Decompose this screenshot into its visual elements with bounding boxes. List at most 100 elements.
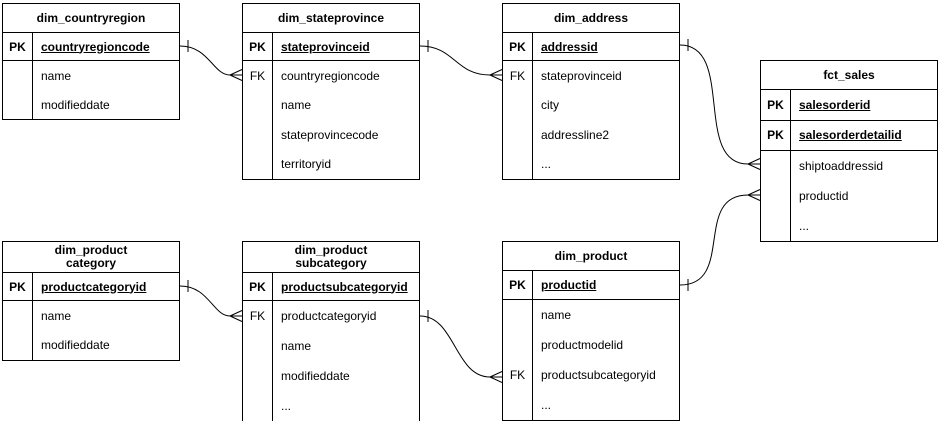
attribute-row: name [243, 331, 419, 361]
connector-subcategory-to-product[interactable] [419, 310, 503, 383]
attribute-row: shiptoaddressid [761, 151, 937, 181]
key-label [503, 149, 533, 179]
attribute-name: productmodelid [541, 338, 624, 352]
entity-dim-stateprovince[interactable]: dim_stateprovince PK stateprovinceid FK … [242, 3, 420, 180]
attribute-row: modifieddate [243, 361, 419, 391]
pk-label: PK [243, 273, 273, 300]
connector-product-to-fctsales[interactable] [679, 189, 761, 292]
key-label [503, 390, 533, 420]
attribute-name: ... [799, 219, 810, 233]
attribute-name: ... [541, 398, 552, 412]
attribute-name: productsubcategoryid [281, 279, 408, 294]
entity-dim-productcategory[interactable]: dim_product category PK productcategoryi… [2, 241, 180, 361]
attribute-name: productid [541, 278, 597, 292]
attribute-row: PK productcategoryid [3, 273, 179, 301]
connector-category-to-subcategory[interactable] [179, 280, 243, 322]
attribute-row: name [3, 61, 179, 90]
attribute-row: ... [243, 391, 419, 421]
attribute-row: PK productsubcategoryid [243, 273, 419, 301]
attribute-row: name [243, 90, 419, 120]
attribute-row: city [503, 90, 679, 120]
key-label [3, 301, 33, 331]
attribute-row: modifieddate [3, 90, 179, 119]
attribute-name: modifieddate [281, 369, 350, 383]
crow-foot-icon [747, 189, 761, 201]
key-label [3, 330, 33, 360]
entity-title: dim_product subcategory [243, 242, 419, 273]
key-label [761, 211, 791, 241]
entity-dim-product[interactable]: dim_product PK productid name productmod… [502, 241, 680, 421]
crow-foot-icon [747, 158, 761, 170]
key-label [243, 120, 273, 150]
attribute-row: FK productsubcategoryid [503, 360, 679, 390]
entity-title: dim_countryregion [3, 4, 179, 33]
entity-dim-address[interactable]: dim_address PK addressid FK stateprovinc… [502, 3, 680, 180]
crow-foot-icon [229, 69, 243, 81]
fk-label: FK [503, 360, 533, 390]
connector-countryregion-to-stateprovince[interactable] [179, 40, 243, 81]
pk-label: PK [503, 271, 533, 299]
key-label [243, 149, 273, 179]
pk-label: PK [761, 120, 791, 150]
attribute-row: addressline2 [503, 120, 679, 150]
entity-title: fct_sales [761, 61, 937, 90]
attribute-name: ... [281, 399, 292, 413]
crow-foot-icon [229, 310, 243, 322]
attribute-name: addressline2 [541, 127, 610, 142]
entity-title: dim_product [503, 242, 679, 271]
attribute-name: name [41, 68, 72, 83]
pk-label: PK [761, 90, 791, 120]
attribute-row: stateprovincecode [243, 120, 419, 150]
attribute-name: productcategoryid [281, 309, 377, 323]
attribute-name: salesorderdetailid [799, 128, 902, 143]
key-label [3, 61, 33, 90]
key-label [243, 391, 273, 421]
attribute-row: FK countryregioncode [243, 61, 419, 91]
attribute-name: territoryid [281, 157, 332, 172]
key-label [503, 300, 533, 330]
key-label [503, 330, 533, 360]
attribute-name: productsubcategoryid [541, 368, 656, 382]
attribute-name: name [281, 339, 312, 353]
attribute-row: name [3, 301, 179, 331]
pk-label: PK [243, 33, 273, 60]
attribute-row: PK productid [503, 271, 679, 300]
fk-label: FK [503, 61, 533, 91]
pk-label: PK [3, 273, 33, 300]
key-label [3, 90, 33, 119]
key-label [243, 90, 273, 120]
attribute-row: PK stateprovinceid [243, 33, 419, 61]
key-label [761, 181, 791, 211]
attribute-name: name [541, 308, 572, 322]
attribute-row: ... [761, 211, 937, 241]
pk-label: PK [503, 33, 533, 60]
attribute-row: productmodelid [503, 330, 679, 360]
attribute-name: name [281, 98, 312, 113]
attribute-name: countryregioncode [41, 39, 150, 54]
fk-label: FK [243, 301, 273, 331]
entity-fct-sales[interactable]: fct_sales PK salesorderid PK salesorderd… [760, 60, 938, 242]
attribute-name: stateprovinceid [281, 39, 370, 54]
pk-label: PK [3, 33, 33, 60]
attribute-row: ... [503, 390, 679, 420]
attribute-row: ... [503, 149, 679, 179]
attribute-name: city [541, 98, 559, 113]
attribute-row: territoryid [243, 149, 419, 179]
fk-label: FK [243, 61, 273, 91]
entity-title: dim_product category [3, 242, 179, 273]
key-label [503, 90, 533, 120]
connector-stateprovince-to-address[interactable] [419, 40, 503, 81]
attribute-name: name [41, 308, 72, 323]
attribute-name: addressid [541, 39, 598, 54]
key-label [243, 331, 273, 361]
key-label [761, 151, 791, 181]
attribute-name: productcategoryid [41, 279, 147, 294]
attribute-name: stateprovincecode [281, 127, 379, 142]
attribute-row: PK countryregioncode [3, 33, 179, 61]
entity-dim-countryregion[interactable]: dim_countryregion PK countryregioncode n… [2, 3, 180, 120]
connector-address-to-fctsales[interactable] [679, 39, 761, 170]
entity-dim-productsubcategory[interactable]: dim_product subcategory PK productsubcat… [242, 241, 420, 421]
attribute-name: ... [541, 157, 552, 172]
attribute-name: modifieddate [41, 338, 110, 353]
